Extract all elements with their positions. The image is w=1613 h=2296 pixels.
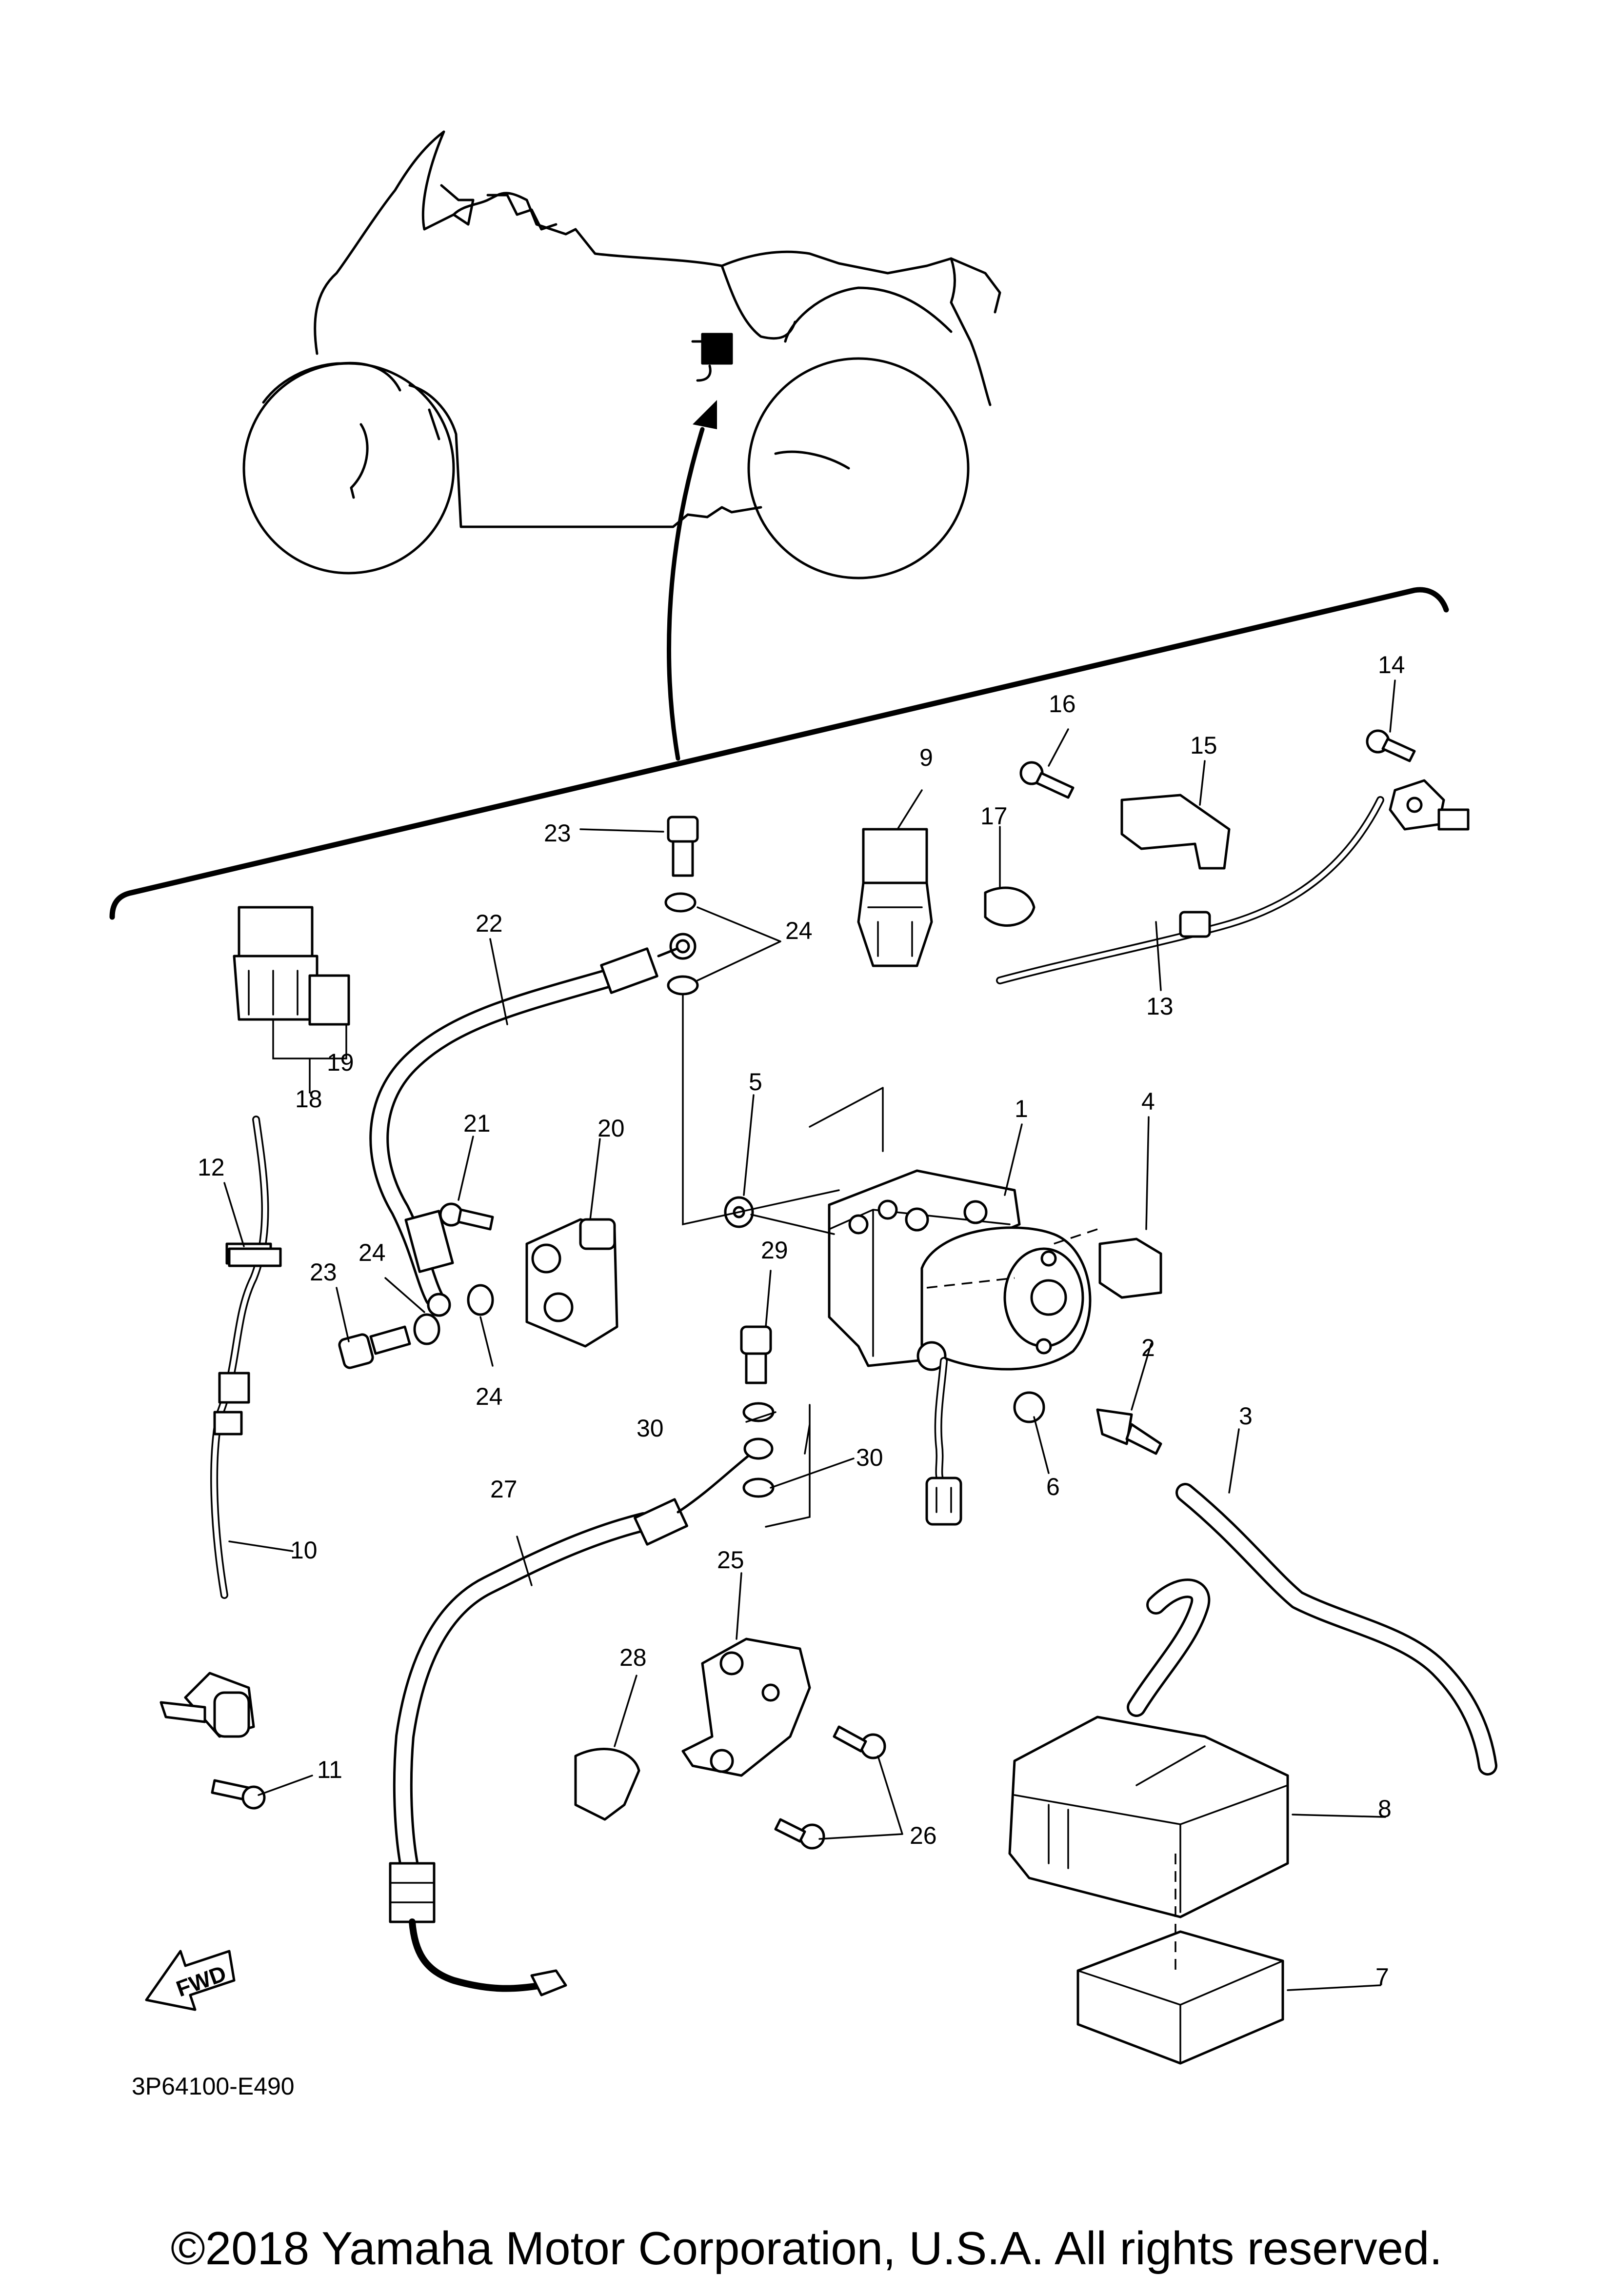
callout-5: 5 [749,1068,762,1096]
callout-12: 12 [198,1154,225,1181]
callout-3: 3 [1239,1402,1253,1430]
callout-27: 27 [490,1476,518,1503]
part-2-joint [1096,1408,1162,1455]
part-26-bolts [774,1725,886,1850]
callout-28: 28 [619,1644,647,1671]
part-1-hydraulic-unit [828,1169,1092,1371]
callout-16: 16 [1049,690,1076,718]
callout-20: 20 [597,1115,625,1142]
callout-21: 21 [463,1110,491,1137]
callout-25: 25 [717,1546,744,1574]
part-23-bolt-lower [338,1325,411,1369]
callout-23a: 23 [544,819,571,847]
callout-24c: 24 [476,1383,503,1410]
section-bracket [109,587,1449,920]
callout-11: 11 [317,1756,342,1783]
part-3-breather-hose [1175,1483,1497,1776]
part-23-bolt-upper [667,816,699,877]
callout-18: 18 [295,1085,322,1113]
abs-harness [925,1357,962,1526]
part-7-control-unit [1076,1930,1284,2065]
part-20-joint [525,1218,618,1348]
part-22-brake-hose [369,933,697,1317]
callout-7: 7 [1375,1963,1389,1991]
motorcycle-silhouette [242,130,1001,579]
callout-22: 22 [476,910,503,937]
leader-lines [223,679,1396,1991]
part-25-joint [681,1637,811,1777]
part-27-brake-hose [389,1437,774,1997]
part-15-bracket [1120,794,1231,870]
part-24-washers-upper [664,892,699,996]
callout-15: 15 [1190,732,1217,759]
diagram-code: 3P64100-E490 [132,2073,295,2100]
callout-14: 14 [1378,651,1405,679]
callout-23b: 23 [310,1258,337,1286]
part-6-nut [1013,1391,1045,1423]
callout-29: 29 [761,1237,788,1264]
fwd-arrow-icon: FWD [145,1950,236,2011]
part-21-bolt [439,1202,494,1231]
part-11-bolt [211,1779,266,1810]
part-9-relay [857,828,933,967]
callout-labels: 1 2 3 4 5 6 7 8 9 10 11 12 13 14 15 16 1… [198,651,1405,1991]
callout-13: 13 [1146,993,1174,1020]
part-14-bolt [1366,729,1416,762]
callout-17: 17 [980,802,1008,830]
part-28-clip [574,1748,640,1821]
part-17-clip [984,886,1036,927]
callout-9: 9 [919,744,933,771]
callout-26: 26 [910,1822,937,1849]
locator-arrow [667,400,717,761]
callout-4: 4 [1141,1088,1155,1115]
callout-8: 8 [1378,1795,1392,1822]
center-line-abs [682,994,884,1226]
callout-24a: 24 [785,917,813,944]
center-line-lower [765,1404,811,1528]
callout-30a: 30 [637,1415,664,1442]
copyright-notice: ©2018 Yamaha Motor Corporation, U.S.A. A… [170,2222,1443,2275]
part-13-rear-wheel-sensor [996,779,1470,984]
callout-6: 6 [1046,1473,1060,1500]
part-29-bolt [740,1325,772,1384]
callout-1: 1 [1015,1095,1028,1122]
callout-2: 2 [1141,1334,1155,1361]
leader-5 [750,1214,835,1235]
callout-10: 10 [290,1537,318,1564]
callout-19: 19 [327,1049,354,1076]
part-18-relay-assembly [233,906,350,1026]
callout-30b: 30 [856,1444,883,1471]
part-24-washers-lower [413,1284,494,1345]
part-16-bolt [1019,761,1075,799]
leader-4-dash [1053,1228,1098,1245]
part-8-protector [1008,1578,1289,1918]
part-10-front-wheel-sensor [159,1116,272,1738]
part-4-cover [1098,1238,1162,1299]
part-12-clamp [228,1247,282,1267]
callout-24b: 24 [358,1239,386,1266]
leader-18-19 [272,1018,347,1094]
